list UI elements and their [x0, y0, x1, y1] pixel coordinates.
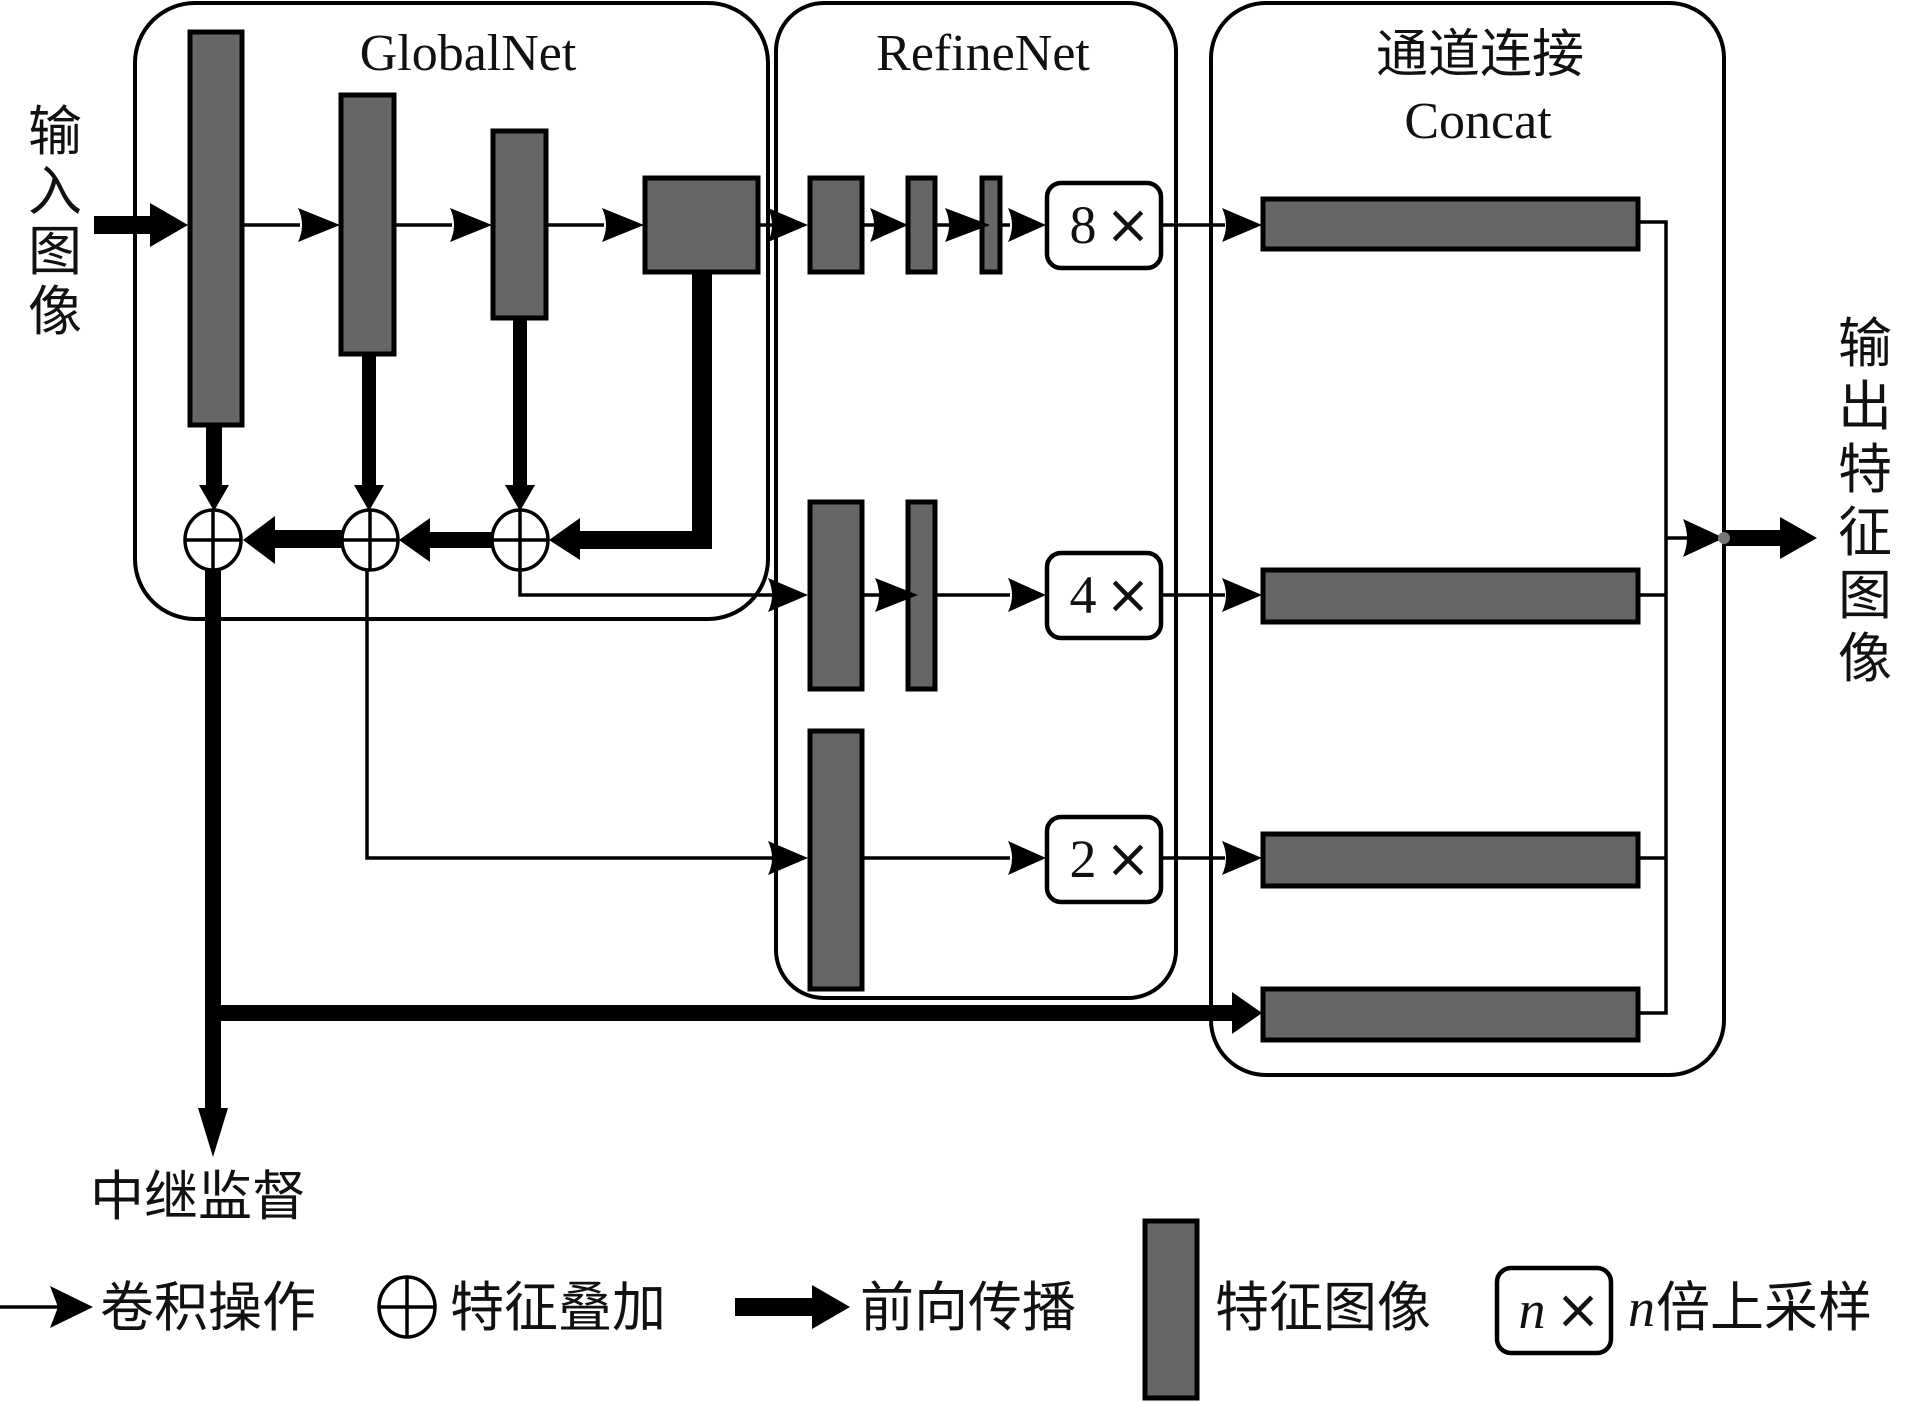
refinenet-panel: [774, 1, 1178, 1000]
upsample-block-2x: 2 ×: [1044, 814, 1164, 905]
concat-title-cn: 通道连接: [1376, 25, 1584, 85]
legend-feature: 特征图像: [1142, 1218, 1431, 1401]
legend-feature-label: 特征图像: [1215, 1276, 1431, 1339]
svg-text:×: ×: [1105, 193, 1150, 256]
svg-text:×: ×: [1105, 563, 1150, 626]
output-label-char: 图: [1838, 564, 1892, 627]
upsample-block-4x: 4 ×: [1044, 550, 1164, 641]
svg-text:2: 2: [1070, 829, 1097, 889]
lateral-connection-3: [518, 570, 808, 612]
globalnet-feature-map-3: [490, 128, 549, 321]
output-feature-label: 输 出 特 征 图 像: [1838, 312, 1892, 690]
forward-arrow-top-to-sum: [549, 274, 712, 560]
legend-upsample-n: n: [1628, 1278, 1655, 1338]
forward-arrow-left: [399, 518, 492, 562]
conv-arrow: [862, 208, 908, 242]
input-image-label: 输 入 图 像: [28, 100, 82, 343]
globalnet-panel: [133, 1, 770, 621]
legend-conv-label: 卷积操作: [100, 1276, 316, 1339]
globalnet-title: GlobalNet: [360, 25, 577, 82]
output-label-char: 输: [1838, 312, 1892, 375]
forward-arrow-left: [243, 516, 342, 564]
legend-sum: 特征叠加: [377, 1275, 666, 1339]
svg-text:×: ×: [1105, 827, 1150, 890]
refinenet-feature-map: [905, 175, 938, 275]
legend-upsample: n × n 倍上采样: [1494, 1265, 1872, 1356]
output-label-char: 出: [1838, 375, 1892, 438]
input-label-char: 输: [28, 100, 82, 163]
input-label-char: 入: [28, 160, 82, 223]
conv-arrow: [1161, 578, 1262, 612]
input-forward-arrow: [94, 203, 188, 247]
conv-arrow-icon: [50, 1286, 93, 1328]
concat-feature-map-1: [1260, 196, 1641, 252]
legend: 卷积操作 特征叠加 前向传播 特征图像 n × n 倍上采样: [0, 1218, 1872, 1401]
globalnet-feature-map-1: [187, 29, 245, 428]
output-junction-dot: [1718, 532, 1730, 544]
conv-arrow: [935, 578, 1046, 612]
conv-arrow: [935, 208, 990, 242]
conv-arrow: [396, 208, 492, 242]
output-label-char: 像: [1838, 627, 1892, 690]
concat-feature-map-3: [1260, 831, 1641, 889]
concat-panel: [1209, 1, 1726, 1077]
output-forward-arrow: [1718, 517, 1817, 559]
concat-feature-map-4: [1260, 986, 1641, 1043]
conv-arrow: [548, 208, 644, 242]
conv-arrow: [1000, 208, 1046, 242]
concat-feature-map-2: [1260, 567, 1641, 625]
svg-text:×: ×: [1555, 1278, 1600, 1341]
concat-collector: [1640, 220, 1724, 1015]
conv-arrow: [1161, 208, 1262, 242]
legend-sum-label: 特征叠加: [450, 1276, 666, 1339]
feature-sum-node-3: [490, 508, 550, 572]
conv-arrow: [760, 208, 808, 242]
concat-title-en: Concat: [1404, 93, 1552, 150]
conv-arrow: [862, 841, 1046, 875]
svg-text:n: n: [1519, 1280, 1546, 1340]
forward-arrow-down: [354, 356, 384, 511]
globalnet-feature-map-4: [642, 175, 761, 275]
output-label-char: 特: [1838, 438, 1892, 501]
output-label-char: 征: [1838, 501, 1892, 564]
svg-text:4: 4: [1070, 565, 1097, 625]
upsample-box-icon: [1494, 1265, 1614, 1356]
conv-arrow: [862, 578, 918, 612]
input-label-char: 图: [28, 220, 82, 283]
lateral-connection-2: [365, 570, 808, 875]
refinenet-feature-map: [807, 728, 865, 992]
upsample-block-8x: 8 ×: [1044, 180, 1164, 271]
conv-arrow: [1161, 841, 1262, 875]
legend-forward: 前向传播: [735, 1276, 1076, 1339]
refinenet-title: RefineNet: [876, 25, 1090, 82]
svg-text:8: 8: [1070, 195, 1097, 255]
feature-map-icon: [1142, 1218, 1200, 1401]
lateral-connection-1-thick: [198, 570, 1262, 1157]
forward-arrow-down: [199, 427, 229, 511]
conv-arrow: [244, 208, 340, 242]
legend-upsample-label: 倍上采样: [1656, 1276, 1872, 1339]
refinenet-feature-map: [807, 175, 865, 275]
globalnet-feature-map-2: [338, 92, 397, 357]
intermediate-supervision-label: 中继监督: [90, 1165, 306, 1228]
refinenet-feature-map: [807, 499, 865, 692]
legend-conv: 卷积操作: [0, 1276, 316, 1339]
feature-sum-node-1: [183, 508, 243, 572]
forward-arrow-icon: [735, 1298, 815, 1316]
input-label-char: 像: [28, 280, 82, 343]
legend-forward-label: 前向传播: [860, 1276, 1076, 1339]
feature-sum-node-2: [340, 508, 400, 572]
forward-arrow-down: [505, 320, 535, 511]
